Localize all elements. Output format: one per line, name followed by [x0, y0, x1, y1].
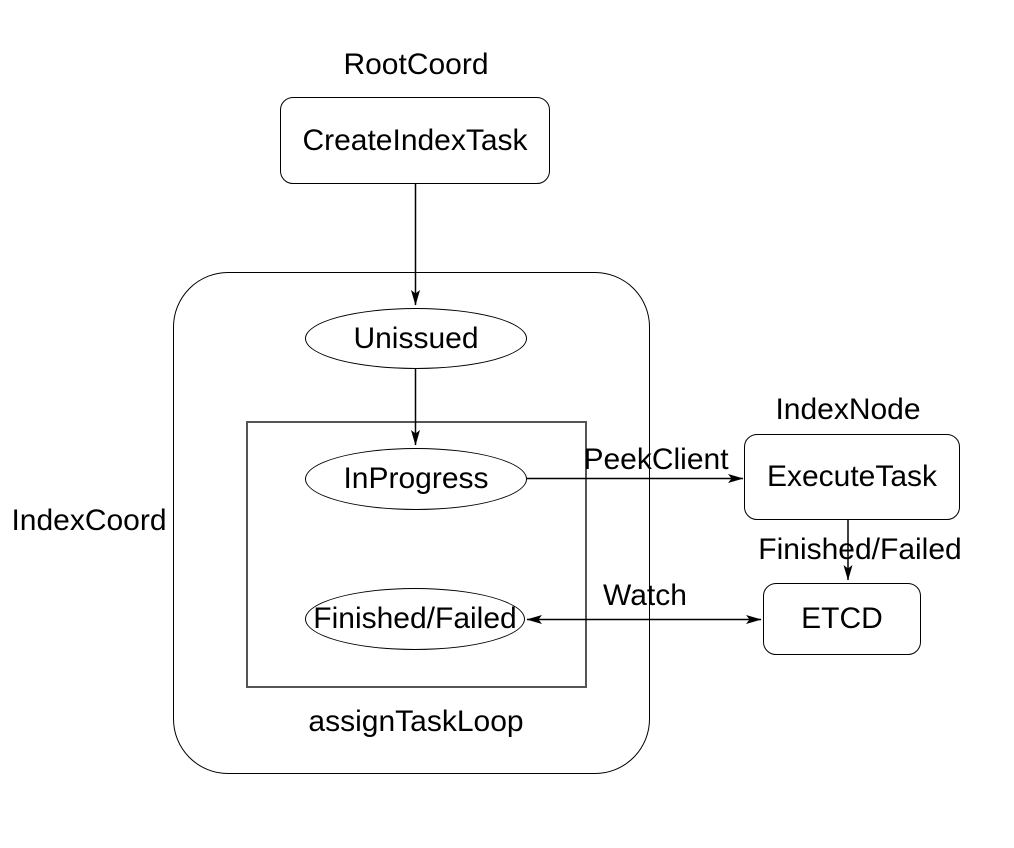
index-coord-container	[173, 272, 650, 774]
node-unissued: Unissued	[305, 308, 527, 369]
node-finished-failed-label: Finished/Failed	[313, 602, 517, 635]
node-etcd: ETCD	[763, 583, 921, 655]
node-in-progress: InProgress	[305, 448, 527, 510]
watch-edge-label: Watch	[603, 579, 687, 612]
node-finished-failed: Finished/Failed	[305, 588, 525, 650]
node-create-index-task-label: CreateIndexTask	[302, 123, 528, 157]
index-coord-label: IndexCoord	[11, 504, 167, 537]
peek-client-edge-label: PeekClient	[583, 443, 729, 476]
root-coord-label: RootCoord	[343, 48, 489, 81]
finished-failed-edge-label: Finished/Failed	[758, 533, 962, 566]
node-in-progress-label: InProgress	[343, 462, 489, 495]
assign-task-loop-container	[246, 421, 587, 688]
node-create-index-task: CreateIndexTask	[280, 97, 550, 184]
node-execute-task-label: ExecuteTask	[766, 460, 938, 493]
node-unissued-label: Unissued	[353, 321, 479, 355]
node-execute-task: ExecuteTask	[744, 434, 960, 520]
index-node-label: IndexNode	[775, 393, 921, 426]
assign-task-loop-label: assignTaskLoop	[308, 705, 524, 738]
node-etcd-label: ETCD	[801, 602, 883, 635]
